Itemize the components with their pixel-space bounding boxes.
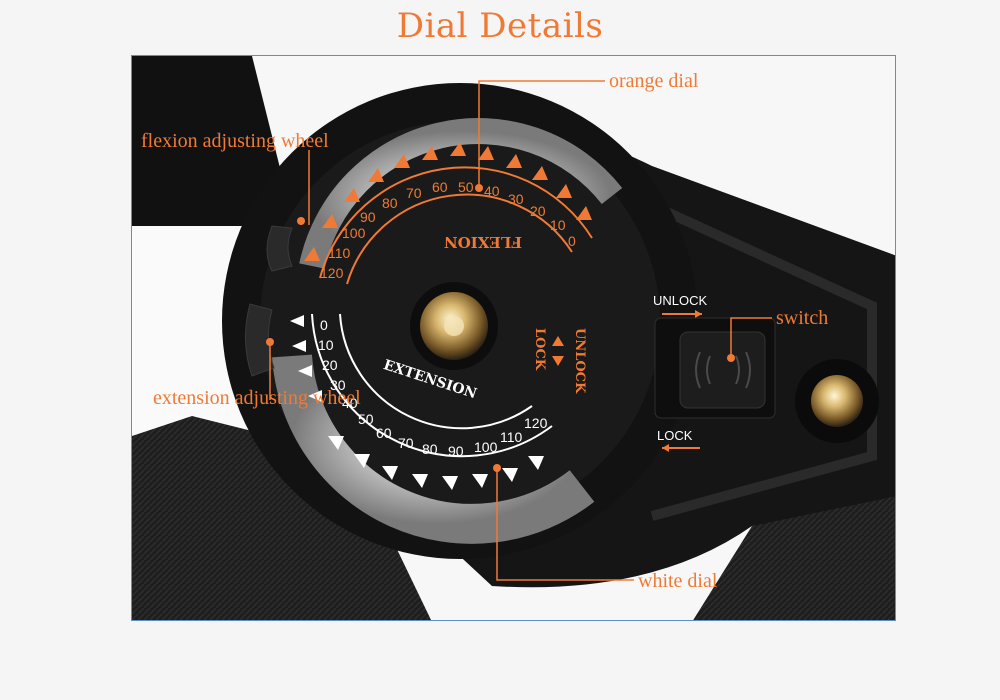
extension-band-inner [339, 313, 533, 430]
flexion-tick-label: 90 [360, 209, 376, 225]
flexion-tick-label: 20 [530, 203, 546, 219]
extension-tick-label: 30 [330, 377, 346, 393]
extension-tick-label: 0 [320, 317, 328, 333]
flexion-tick-label: 60 [432, 179, 448, 195]
callout-flexion-wheel: flexion adjusting wheel [141, 130, 329, 152]
extension-scale: 0 10 20 30 40 50 60 70 80 90 100 110 120 [318, 317, 548, 459]
extension-tick-label: 60 [376, 425, 392, 441]
extension-tick-label: 20 [322, 357, 338, 373]
vertical-unlock-label: UNLOCK [572, 328, 587, 394]
extension-tick-label: 40 [342, 395, 358, 411]
flexion-tick-label: 70 [406, 185, 422, 201]
lock-indicator: UNLOCK LOCK [532, 328, 587, 394]
flexion-scale: 120 110 100 90 80 70 60 50 40 30 20 10 0 [320, 179, 576, 281]
flexion-band-outer [319, 166, 593, 279]
extension-tick-label: 50 [358, 411, 374, 427]
flexion-tick-label: 120 [320, 265, 344, 281]
flexion-tick-label: 0 [568, 233, 576, 249]
switch-slider[interactable] [679, 331, 766, 409]
callout-white-dial: white dial [638, 570, 718, 592]
grip-icon [695, 351, 751, 389]
flexion-tick-label: 110 [328, 245, 351, 261]
extension-tick-label: 70 [398, 435, 414, 451]
vertical-lock-label: LOCK [532, 328, 547, 371]
flexion-band-inner [346, 193, 573, 285]
extension-tick-label: 90 [448, 443, 464, 459]
flexion-tick-label: 50 [458, 179, 474, 195]
flexion-label: FLEXION [444, 233, 522, 251]
flexion-tick-label: 40 [484, 183, 500, 199]
cushion-weave-right [693, 486, 895, 620]
flexion-tick-label: 10 [550, 217, 566, 233]
page-title: Dial Details [396, 6, 604, 46]
extension-tick-label: 110 [500, 429, 523, 445]
extension-tick-label: 10 [318, 337, 334, 353]
flexion-tick-label: 80 [382, 195, 398, 211]
extension-tick-label: 80 [422, 441, 438, 457]
extension-tick-label: 100 [474, 439, 498, 455]
flexion-tick-label: 30 [508, 191, 524, 207]
callout-extension-wheel: extension adjusting wheel [153, 387, 361, 409]
flexion-adjusting-wheel[interactable] [266, 225, 293, 272]
switch-lock-label: LOCK [657, 428, 693, 443]
callout-switch: switch [776, 307, 829, 329]
extension-band-outer [311, 313, 553, 458]
callout-orange-dial: orange dial [609, 70, 699, 92]
flexion-tick-label: 100 [342, 225, 366, 241]
extension-tick-label: 120 [524, 415, 548, 431]
extension-adjusting-wheel[interactable] [244, 303, 275, 377]
switch-unlock-label: UNLOCK [653, 293, 708, 308]
double-arrow-icon [552, 336, 564, 366]
secondary-bolt [811, 375, 863, 427]
strap-top [132, 56, 282, 256]
